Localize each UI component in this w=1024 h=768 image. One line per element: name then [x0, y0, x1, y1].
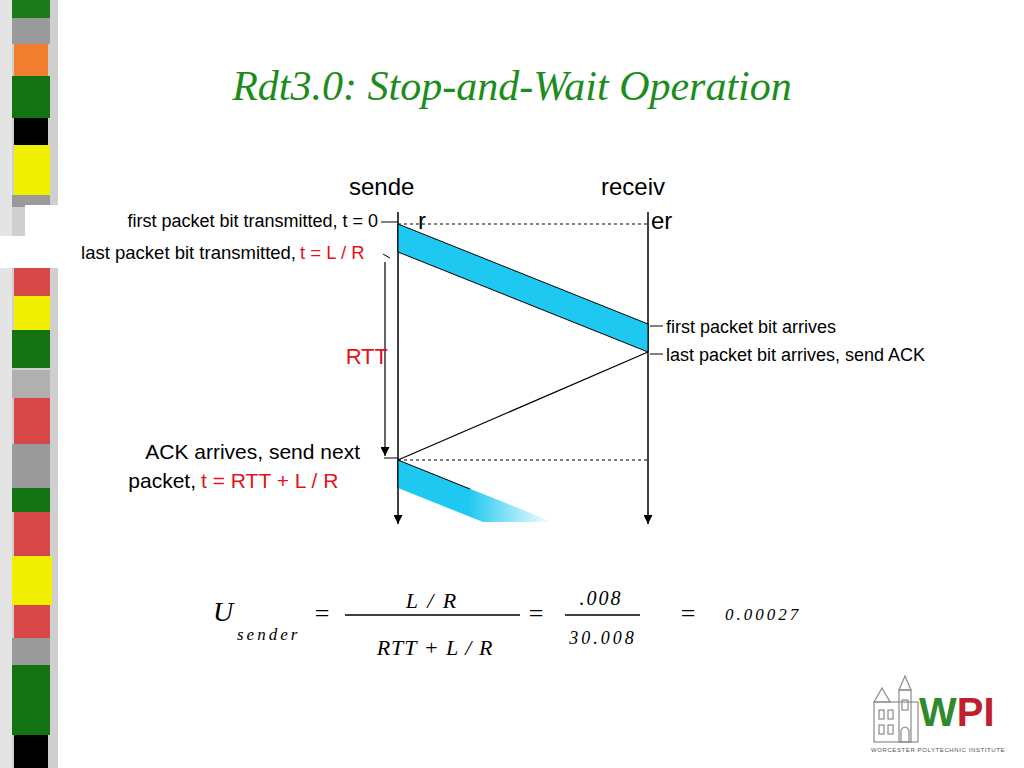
- side-strip-edge: [0, 0, 12, 768]
- logo-window: [888, 710, 893, 719]
- timeline-heading: er: [651, 209, 672, 233]
- strip-block: [14, 296, 50, 330]
- leader-line: [383, 254, 390, 258]
- logo-wordmark: WPI: [919, 692, 995, 732]
- fraction-bar: [345, 614, 520, 616]
- time-formula: t = L / R: [300, 244, 365, 263]
- timeline-heading: receiv: [601, 175, 665, 199]
- strip-block: [12, 444, 50, 488]
- logo-window: [902, 700, 908, 710]
- formula-numerator: L / R: [406, 590, 458, 612]
- logo-window: [879, 725, 884, 734]
- slide-title: Rdt3.0: Stop-and-Wait Operation: [232, 65, 792, 107]
- logo-tagline: WORCESTER POLYTECHNIC INSTITUTE: [871, 747, 1005, 753]
- formula-operator: =: [681, 601, 696, 627]
- strip-block: [14, 735, 48, 768]
- strip-block: [12, 638, 50, 665]
- strip-block: [14, 512, 50, 556]
- label-backdrop: [0, 236, 400, 268]
- logo-window: [888, 725, 893, 734]
- strip-block: [14, 398, 50, 444]
- event-note: last packet bit arrives, send ACK: [666, 346, 925, 364]
- formula-denominator: 30.008: [569, 629, 637, 647]
- rtt-label: RTT: [346, 346, 388, 368]
- formula-result: 0.00027: [725, 606, 801, 623]
- ack-line: [398, 352, 648, 460]
- formula-numerator: .008: [580, 588, 623, 608]
- event-note: first packet bit transmitted, t = 0: [127, 212, 378, 230]
- leader-line: [650, 326, 663, 327]
- logo-tower: [899, 690, 911, 742]
- leader-line: [381, 222, 398, 223]
- leader-line: [384, 458, 398, 459]
- event-note: ACK arrives, send next: [145, 441, 360, 462]
- logo-roof: [874, 688, 890, 702]
- strip-block: [12, 330, 50, 368]
- side-strip: [0, 0, 58, 768]
- formula-operator: =: [315, 601, 330, 627]
- dashed-reference: [398, 460, 648, 461]
- timeline-heading: sende: [349, 175, 414, 199]
- strip-block: [14, 605, 50, 638]
- time-formula: t = RTT + L / R: [201, 470, 338, 491]
- packet-band: [398, 224, 648, 352]
- dashed-reference: [398, 224, 648, 225]
- formula-symbol: U: [213, 598, 233, 626]
- label-backdrop: [25, 205, 400, 236]
- formula-denominator: RTT + L / R: [377, 637, 494, 659]
- strip-block: [14, 44, 48, 76]
- strip-block: [14, 145, 50, 195]
- logo-door: [901, 727, 909, 742]
- strip-block: [12, 0, 50, 18]
- event-note: first packet bit arrives: [666, 318, 836, 336]
- strip-block: [12, 665, 50, 735]
- event-note: last packet bit transmitted,: [81, 244, 296, 263]
- strip-block: [12, 18, 50, 44]
- strip-block: [12, 556, 52, 605]
- logo-window: [879, 710, 884, 719]
- band-edge: [398, 460, 470, 489]
- next-packet-band: [398, 460, 553, 522]
- strip-block: [14, 268, 50, 296]
- logo-spire: [899, 676, 911, 690]
- strip-block: [12, 370, 50, 398]
- strip-block: [12, 76, 50, 118]
- fraction-bar: [565, 614, 640, 616]
- receiver-timeline: [647, 212, 649, 524]
- logo-building: [874, 676, 918, 742]
- strip-block: [12, 488, 50, 512]
- band-edge: [398, 460, 399, 488]
- leader-line: [650, 354, 663, 355]
- formula-operator: =: [529, 601, 544, 627]
- formula-subscript: sender: [237, 626, 300, 643]
- strip-block: [14, 118, 48, 145]
- timeline-heading: r: [418, 209, 426, 233]
- event-note: packet,: [128, 470, 196, 491]
